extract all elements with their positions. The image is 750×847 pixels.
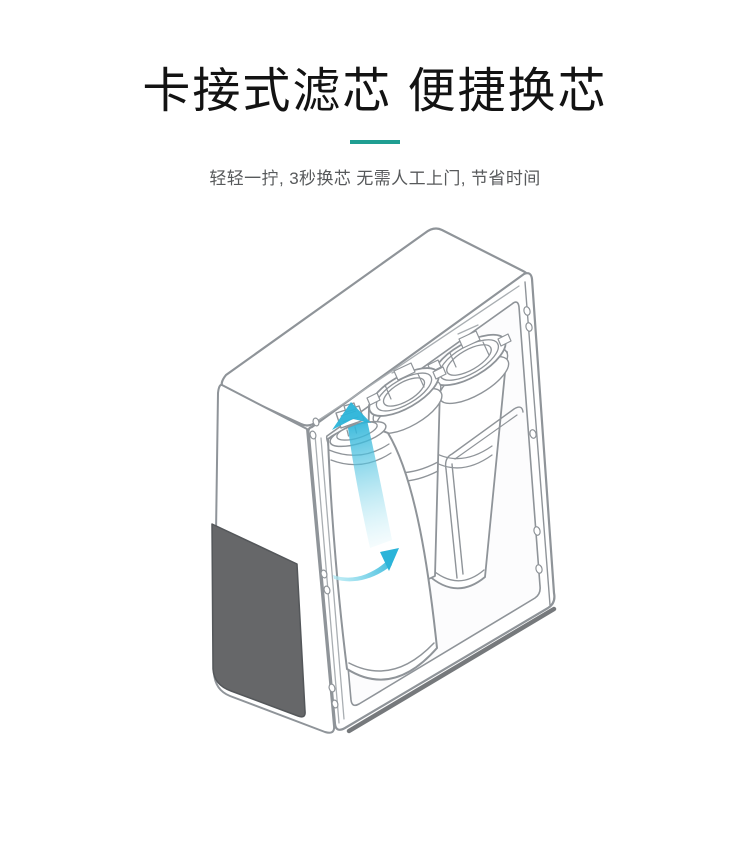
pull-up-arrowhead-icon	[332, 402, 371, 430]
base-shadow	[346, 606, 557, 734]
twist-arrowhead-icon	[380, 548, 399, 571]
purifier-illustration	[195, 222, 575, 782]
line-art	[211, 227, 557, 734]
motion-arrows	[332, 402, 399, 582]
feature-header: 卡接式滤芯 便捷换芯 轻轻一拧, 3秒换芯 无需人工上门, 节省时间	[0, 0, 750, 187]
dark-side-panel	[211, 523, 306, 718]
section-subtitle: 轻轻一拧, 3秒换芯 无需人工上门, 节省时间	[209, 168, 541, 188]
pull-up-arrow-icon	[348, 420, 392, 548]
lower-recess-frame	[444, 406, 524, 579]
right-inner-edge	[524, 281, 551, 606]
title-underline-accent	[350, 139, 400, 144]
section-title: 卡接式滤芯 便捷换芯	[142, 65, 608, 118]
purifier-illustration-svg	[211, 227, 557, 734]
screw-holes	[309, 306, 543, 709]
filter-cartridge-rear	[426, 330, 512, 590]
